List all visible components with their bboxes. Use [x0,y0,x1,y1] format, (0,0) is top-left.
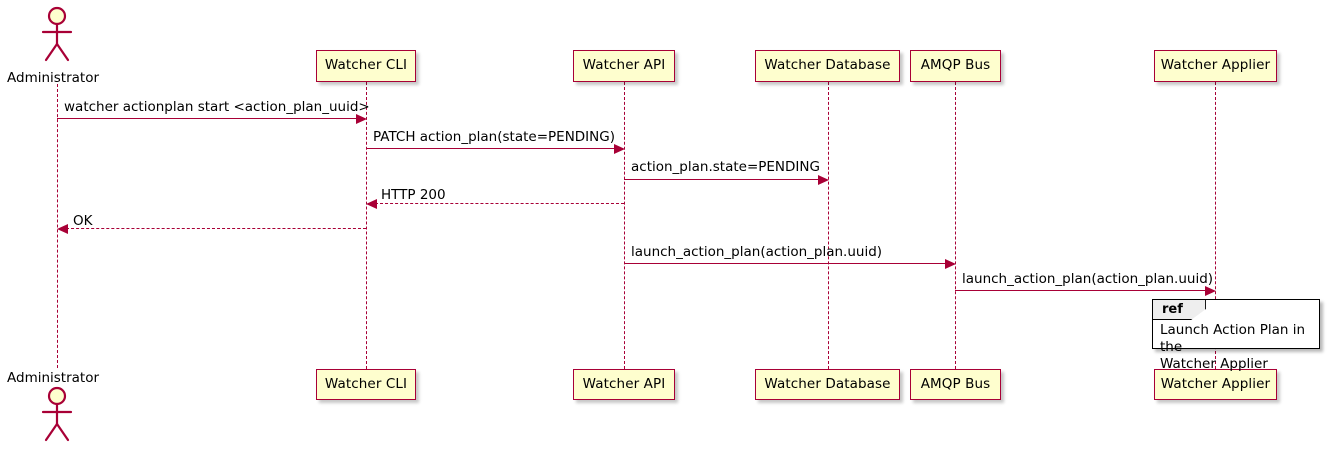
message-line-m5 [66,228,366,229]
message-line-m6 [624,263,946,264]
lifeline-amqp_bus [954,82,956,369]
arrow-head-m2 [614,143,625,154]
participant-watcher_applier-bottom[interactable]: Watcher Applier [1154,369,1277,400]
actor-label-top: Administrator [7,70,100,86]
arrow-head-m6 [945,258,956,269]
message-line-m7 [955,290,1206,291]
message-line-m3 [624,179,819,180]
lifeline-watcher_db [827,82,829,369]
participant-amqp_bus-bottom[interactable]: AMQP Bus [910,369,1001,400]
participant-label: Watcher CLI [324,375,408,392]
participant-watcher_db-top[interactable]: Watcher Database [755,50,900,82]
arrow-head-m5 [57,223,68,234]
message-label-m7: launch_action_plan(action_plan.uuid) [962,271,1214,287]
message-label-m1: watcher actionplan start <action_plan_uu… [64,99,370,115]
lifeline-watcher_applier [1214,82,1216,369]
arrow-head-m3 [818,174,829,185]
ref-fragment-line: Watcher Applier [1160,355,1268,372]
participant-label: Watcher API [582,375,666,392]
actor-figure-bottom[interactable] [35,386,79,444]
arrow-head-m7 [1205,285,1216,296]
participant-watcher_cli-top[interactable]: Watcher CLI [316,50,416,82]
actor-label-bottom: Administrator [7,370,100,386]
participant-label: Watcher Applier [1160,375,1271,392]
lifeline-watcher_api [623,82,625,369]
participant-amqp_bus-top[interactable]: AMQP Bus [910,50,1001,82]
participant-label: Watcher CLI [324,57,408,74]
participant-label: Watcher Database [764,375,891,392]
actor-figure-top[interactable] [35,6,79,64]
message-line-m4 [375,203,624,204]
participant-label: AMQP Bus [920,57,991,74]
message-line-m2 [366,148,615,149]
participant-label: Watcher Database [764,57,891,74]
participant-label: Watcher Applier [1160,57,1271,74]
message-line-m1 [57,118,357,119]
participant-watcher_api-bottom[interactable]: Watcher API [573,369,675,400]
participant-label: Watcher API [582,57,666,74]
lifeline-watcher_cli [365,82,367,369]
arrow-head-m1 [356,113,367,124]
participant-watcher_applier-top[interactable]: Watcher Applier [1154,50,1277,82]
ref-fragment-tab: ref [1153,300,1206,320]
arrow-head-m4 [366,198,377,209]
message-label-m2: PATCH action_plan(state=PENDING) [373,129,615,145]
participant-label: AMQP Bus [920,375,991,392]
participant-watcher_api-top[interactable]: Watcher API [573,50,675,82]
participant-watcher_cli-bottom[interactable]: Watcher CLI [316,369,416,400]
message-label-m5: OK [73,213,93,229]
actor-glyph-top [41,6,73,62]
message-label-m4: HTTP 200 [381,187,446,203]
participant-watcher_db-bottom[interactable]: Watcher Database [755,369,900,400]
message-label-m6: launch_action_plan(action_plan.uuid) [631,244,883,260]
actor-glyph-bottom [41,386,73,442]
ref-fragment-line: Launch Action Plan in the [1160,322,1306,355]
message-label-m3: action_plan.state=PENDING [631,159,820,175]
